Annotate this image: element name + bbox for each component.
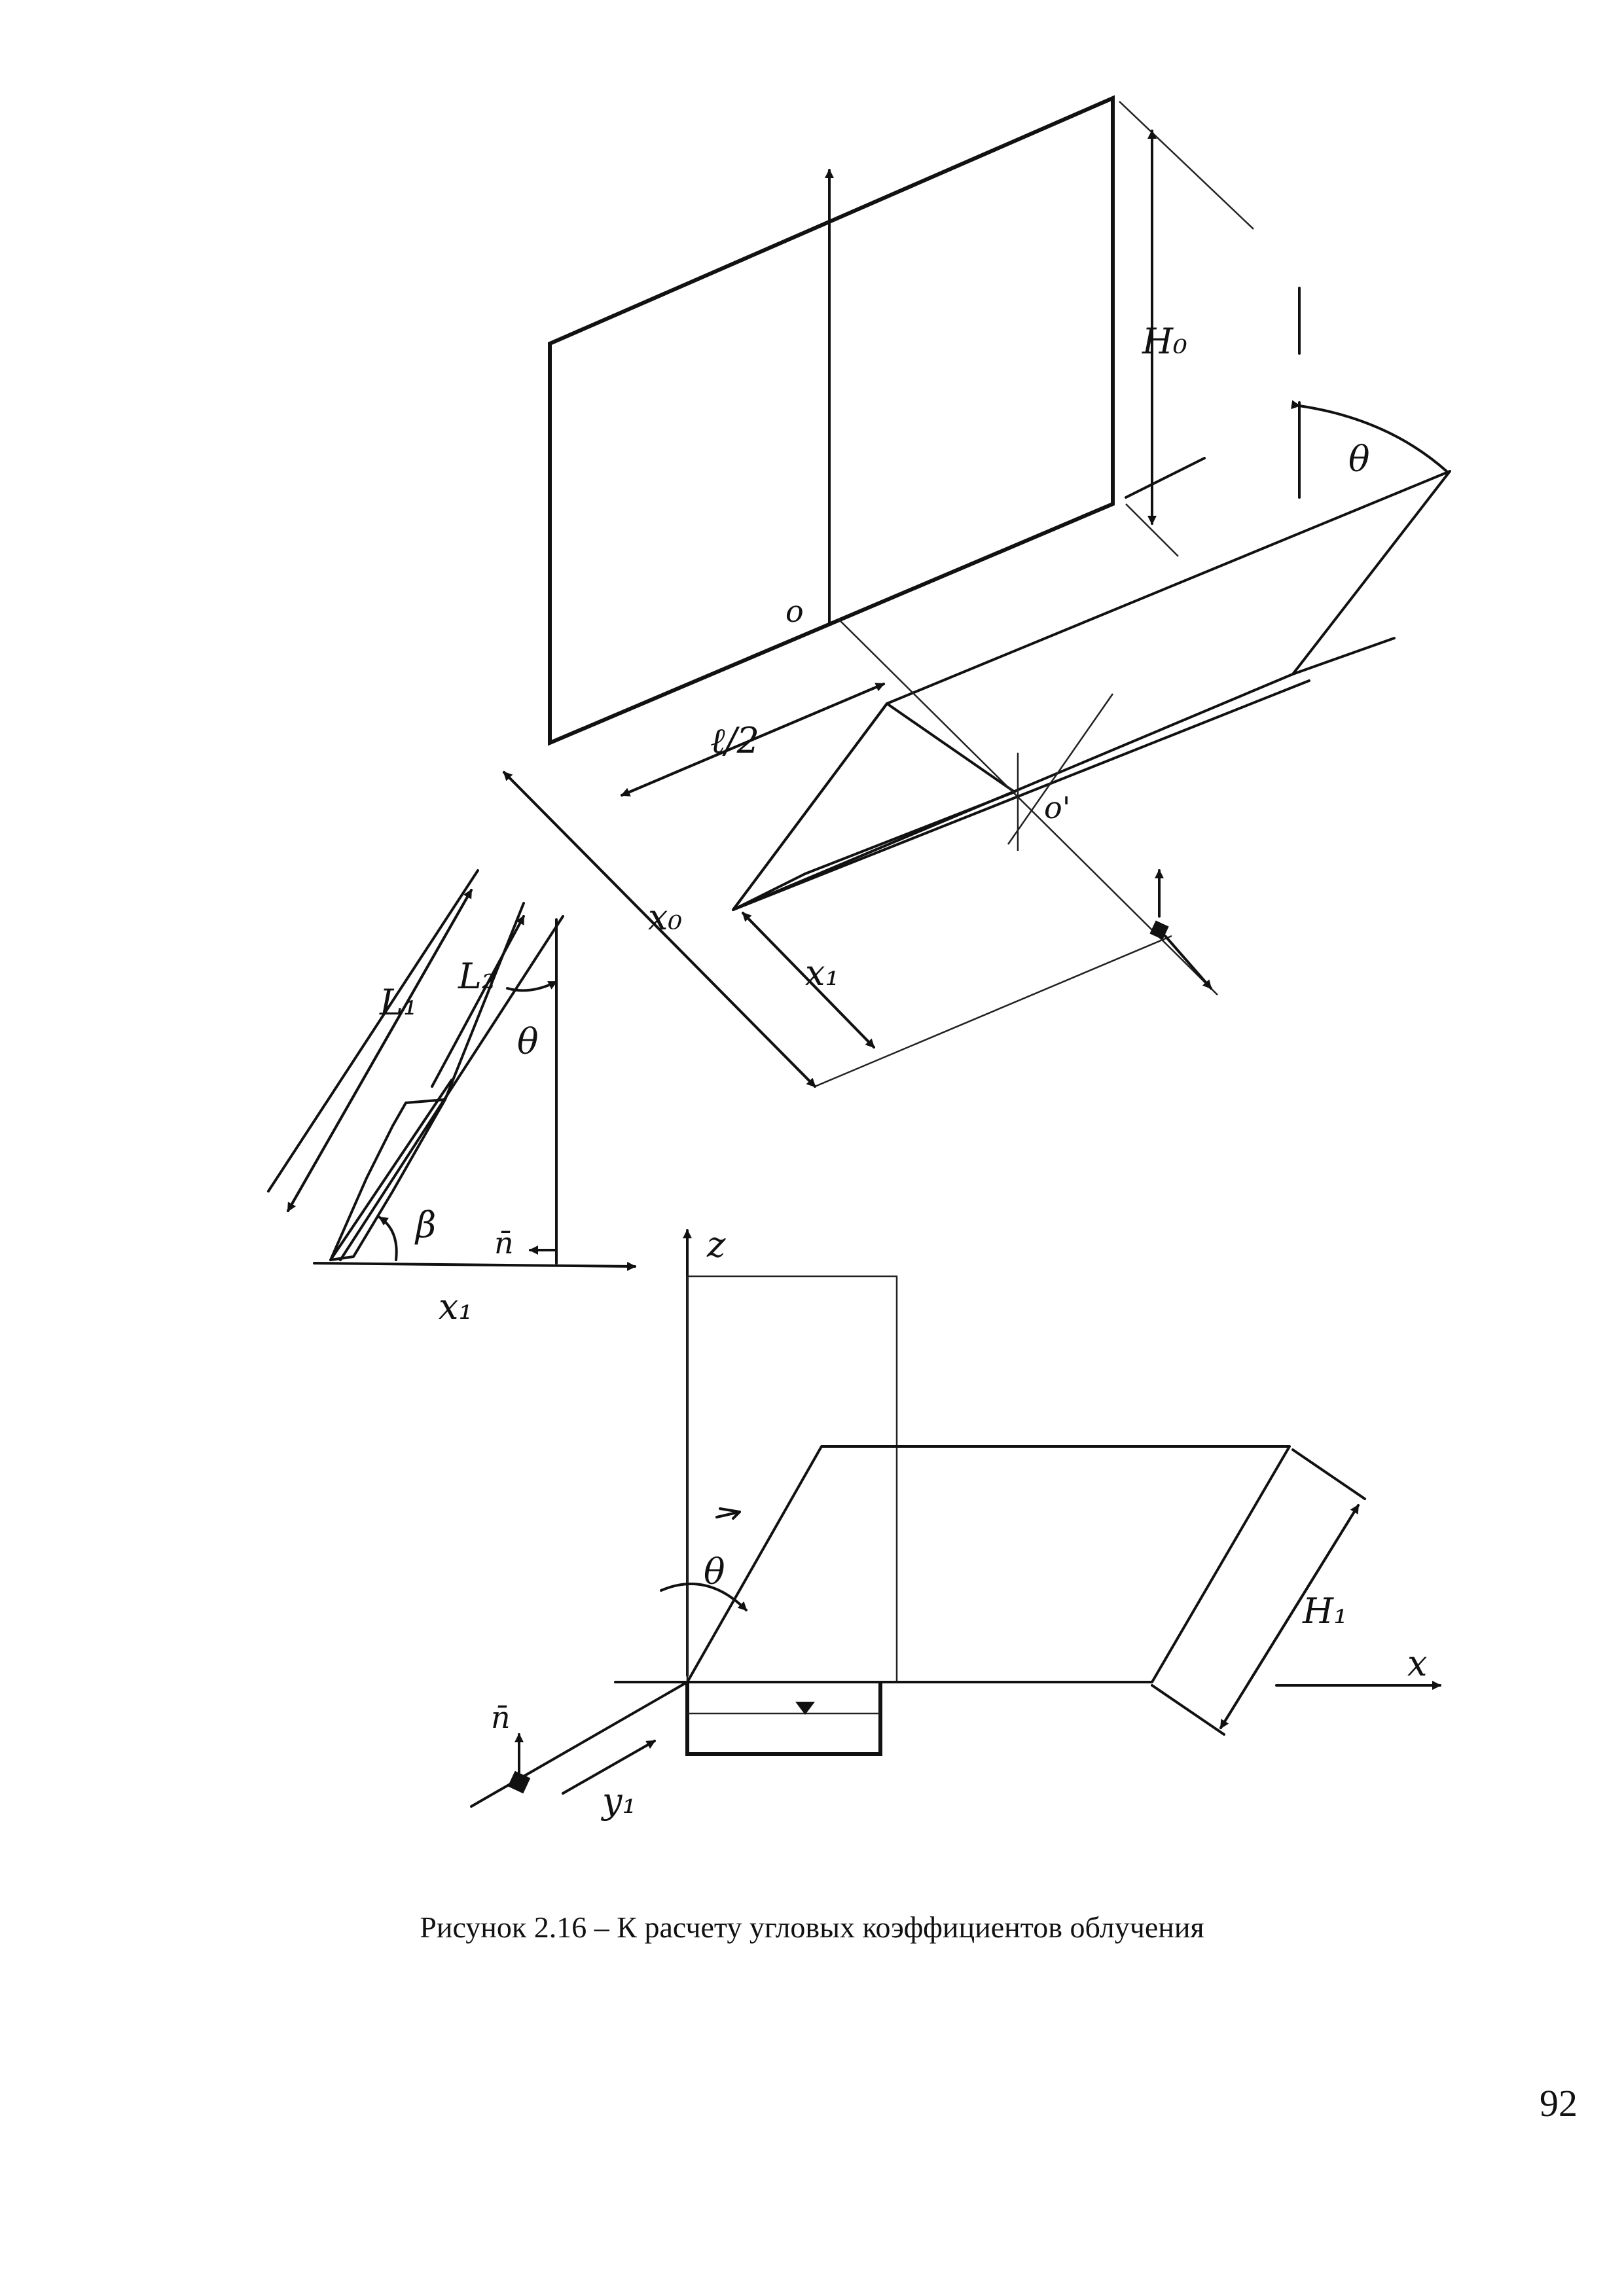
label-h0: H₀ [1142, 321, 1187, 362]
inclined-surface [732, 470, 1451, 911]
iso-view: o H₀ θ ℓ/2 o' x₀ x₁ [503, 95, 1451, 1088]
panel-ground-hatch [549, 503, 1114, 744]
label-n-side: n̄ [494, 1225, 514, 1261]
label-o-prime: o' [1044, 790, 1070, 825]
label-x1-side: x₁ [439, 1286, 473, 1327]
side-hatched-profile [329, 1098, 446, 1261]
label-x1-top: x₁ [805, 952, 839, 994]
label-o: o [785, 594, 804, 629]
page-number: 92 [1540, 2082, 1578, 2125]
label-l-half: ℓ/2 [710, 720, 759, 761]
label-y1: y₁ [601, 1780, 636, 1821]
label-z: z [706, 1224, 726, 1265]
figure-caption: Рисунок 2.16 – К расчету угловых коэффиц… [420, 1910, 1204, 1944]
label-beta: β [414, 1204, 436, 1246]
bottom-hatched-surface [686, 1445, 1291, 1683]
label-theta-top: θ [1348, 439, 1370, 480]
label-l1: L₁ [379, 982, 418, 1023]
label-theta-bottom: θ [704, 1551, 725, 1592]
label-x0: x₀ [648, 897, 682, 938]
label-x: x [1407, 1643, 1427, 1684]
label-l2: L₂ [458, 956, 496, 997]
label-n-bottom: n̄ [491, 1700, 511, 1735]
water-level-marker-icon [795, 1702, 815, 1715]
bottom-view: z θ H₁ x y₁ n̄ [470, 1224, 1441, 1821]
label-h1: H₁ [1302, 1590, 1348, 1632]
inclined-surface-left [732, 702, 1016, 911]
side-section: L₁ L₂ θ β n̄ x₁ [267, 869, 636, 1327]
label-theta-side: θ [517, 1021, 539, 1062]
area-element-icon [1149, 920, 1169, 940]
